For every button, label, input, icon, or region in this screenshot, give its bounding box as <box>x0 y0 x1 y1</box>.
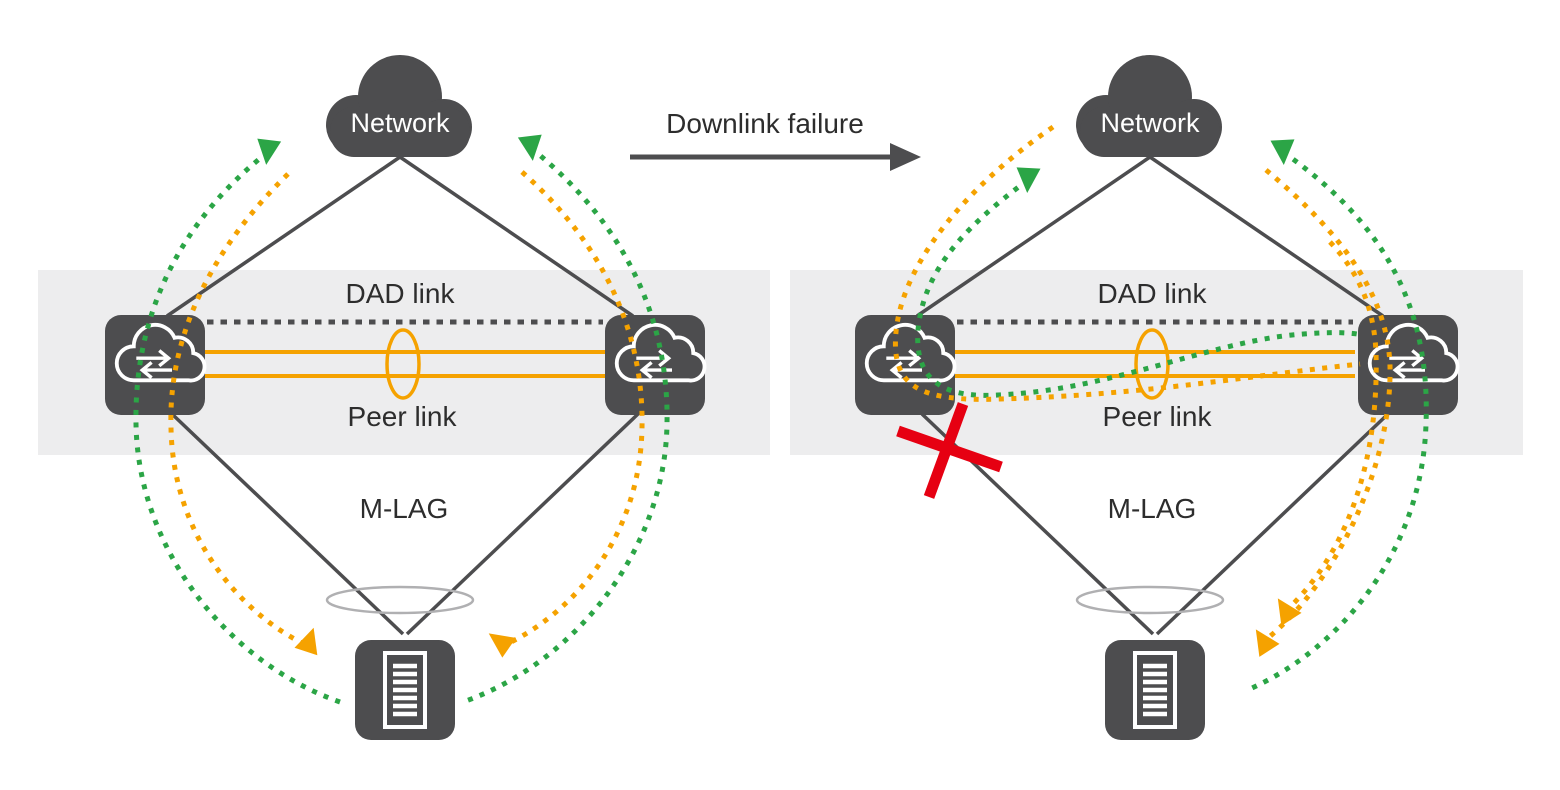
dad-link-label: DAD link <box>346 278 456 309</box>
network-label: Network <box>1100 108 1200 138</box>
downlink-left <box>170 412 405 636</box>
downstream-flow-arc-right <box>1250 149 1429 691</box>
upstream-arrowhead-outer <box>1245 622 1280 657</box>
mlag-label: M-LAG <box>1108 493 1197 524</box>
transition: Downlink failure <box>630 108 921 171</box>
downlink-right <box>405 412 640 636</box>
mlag-ellipse <box>1075 585 1225 615</box>
failure-cross-icon <box>896 402 1003 499</box>
peer-link-label: Peer link <box>348 401 458 432</box>
downstream-arrowhead-right <box>1270 139 1296 166</box>
uplink-right <box>1149 155 1384 318</box>
uplink-left <box>916 155 1151 318</box>
network-label: Network <box>350 108 450 138</box>
upstream-flow-arc-right-outer <box>1264 168 1393 640</box>
server-icon <box>355 640 455 740</box>
transition-label: Downlink failure <box>666 108 864 139</box>
uplink-left <box>166 155 401 318</box>
upstream-arrowhead-left <box>294 624 326 656</box>
switch-left-icon <box>105 315 205 415</box>
upstream-flow-arc-left <box>168 172 308 648</box>
downlink-right <box>1155 412 1390 636</box>
upstream-arrowhead-right <box>481 623 517 658</box>
panel-normal: Network DAD link Peer link M-LAG <box>38 55 770 740</box>
mlag-ellipse <box>325 585 475 615</box>
server-icon <box>1105 640 1205 740</box>
mlag-label: M-LAG <box>360 493 449 524</box>
switch-right-icon <box>1358 315 1458 415</box>
uplink-right <box>399 155 634 318</box>
upstream-arrowhead-inner <box>1267 591 1302 626</box>
downstream-flow-arc-left <box>133 150 341 705</box>
upstream-flow-arc-right <box>503 170 645 648</box>
network-cloud-icon <box>326 55 472 157</box>
peer-link-lag-ellipse <box>1134 328 1170 400</box>
dad-link-label: DAD link <box>1098 278 1208 309</box>
upstream-flow-arc-rerouted-over-peer-link <box>892 124 1361 402</box>
peer-link-lag-ellipse <box>385 328 421 400</box>
downstream-flow-arc-left-rerouted-over-peer-link <box>915 177 1358 398</box>
peer-link-label: Peer link <box>1103 401 1213 432</box>
switch-left-icon <box>855 315 955 415</box>
network-cloud-icon <box>1076 55 1222 157</box>
switch-right-icon <box>605 315 705 415</box>
transition-arrowhead-icon <box>890 143 921 171</box>
panel-downlink-failure: Network DAD link Peer link M-LAG <box>790 55 1523 740</box>
